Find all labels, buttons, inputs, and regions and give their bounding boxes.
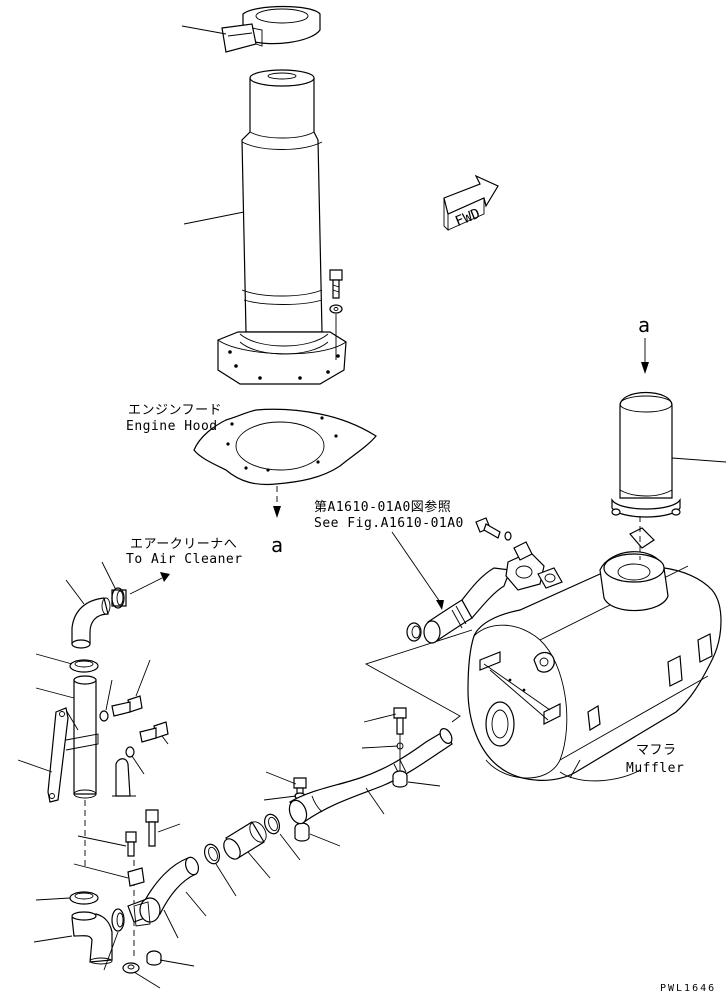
leader-bolt-lower — [157, 823, 181, 833]
elbow-flange-fitting — [505, 541, 545, 591]
leader-bolt-middle — [265, 771, 297, 785]
leader-extension-pipe — [183, 211, 245, 225]
leader-vertical-pipe-2 — [65, 709, 79, 731]
leader-cushion-middle — [309, 833, 341, 847]
leader-washer-middle — [263, 795, 297, 801]
leader-exhaust-pipe — [365, 787, 385, 815]
svg-text:a: a — [271, 533, 283, 557]
leader-elbow-upper — [65, 579, 85, 605]
flex-pipe — [423, 567, 511, 644]
clamp-middle-1 — [203, 843, 221, 865]
leader-clamp-elbow-lower — [103, 931, 119, 971]
leader-hose-straight — [247, 851, 271, 879]
engine-hood-gasket — [193, 408, 377, 486]
clamp-middle-2 — [263, 813, 281, 835]
leader-clamp-upper — [101, 561, 117, 591]
leader-hose-middle — [163, 909, 179, 939]
leader-stay-bracket — [17, 759, 53, 773]
bolt-fitting — [475, 517, 512, 541]
leader-clamp-top — [181, 25, 227, 35]
bent-hose-middle — [133, 856, 200, 927]
bolt-small-2 — [125, 831, 137, 857]
leader-washer-tail — [361, 745, 399, 749]
clamp-rain-cap — [629, 516, 655, 560]
connect-line-muffler — [364, 629, 473, 723]
svg-text:a: a — [638, 313, 650, 337]
cushion-mount — [112, 758, 136, 797]
cushion-bottom — [146, 950, 162, 966]
label-air-cleaner-jp: エアークリーナへ — [130, 537, 237, 552]
label-see-fig-jp: 第A1610-01A0図参照 — [314, 499, 451, 515]
leader-bracket-small — [73, 863, 129, 879]
leader-elbow-lower — [33, 935, 73, 943]
leader-bolt-2 — [161, 735, 169, 745]
leader-bolt-tail — [363, 713, 397, 723]
bolt-bracket-1 — [99, 695, 143, 722]
vertical-pipe — [73, 675, 97, 799]
clamp-elbow-lower — [111, 908, 125, 932]
clamp-ring-1 — [69, 659, 99, 673]
leader-bolt-1 — [135, 659, 151, 697]
reference-arrow-a-bottom: a — [271, 486, 283, 557]
leader-vertical-pipe — [35, 687, 75, 699]
bolt-bracket-2 — [139, 721, 169, 743]
band-clamp-top — [221, 5, 321, 53]
leader-clamp-middle-1 — [215, 863, 237, 897]
leader-clamp-ring-2 — [35, 897, 71, 901]
leader-cushion-tail — [407, 781, 441, 787]
forward-direction-arrow: FWD — [443, 174, 499, 232]
leader-rain-cap — [671, 457, 726, 463]
stay-bracket — [47, 707, 99, 803]
label-see-fig-en: See Fig.A1610-01A0 — [314, 516, 464, 531]
label-engine-hood-jp: エンジンフード — [128, 403, 222, 418]
leader-bolt-small-2 — [77, 835, 127, 847]
washer-small-1 — [125, 746, 135, 758]
clamp-ring-2 — [69, 891, 99, 905]
leader-clamp-middle-2 — [279, 833, 301, 861]
exhaust-tail-pipe — [288, 728, 453, 825]
leader-clamp-ring-1 — [35, 653, 73, 665]
leader-hose-middle-2 — [185, 891, 207, 917]
air-cleaner-arrow — [129, 572, 170, 595]
rain-cap — [611, 391, 681, 518]
drawing-code: PWL1646 — [660, 983, 716, 994]
straight-hose-middle — [223, 821, 267, 860]
extension-pipe — [217, 69, 347, 385]
elbow-hose-upper — [71, 597, 111, 649]
leader-washer-1 — [105, 679, 113, 711]
clamp-front — [406, 622, 422, 642]
arrowhead-see-fig — [436, 600, 444, 610]
reference-arrow-a-top: a — [638, 313, 650, 374]
bracket-small — [127, 867, 145, 887]
bolt-flange — [329, 269, 343, 360]
label-engine-hood-en: Engine Hood — [126, 419, 218, 434]
label-muffler-jp: マフラ — [636, 743, 677, 758]
cushion-tail — [392, 770, 408, 788]
muffler — [467, 551, 722, 782]
leader-washer-2 — [131, 755, 145, 775]
leader-nut-lower — [133, 971, 161, 989]
leader-cushion-bottom — [159, 959, 195, 967]
cushion-middle — [294, 822, 310, 842]
label-muffler-en: Muffler — [626, 761, 684, 776]
leader-see-fig — [391, 531, 441, 603]
bolt-lower — [145, 809, 159, 847]
clamp-elbow-upper — [111, 587, 127, 609]
label-air-cleaner-en: To Air Cleaner — [126, 552, 243, 567]
elbow-hose-lower — [71, 911, 113, 965]
